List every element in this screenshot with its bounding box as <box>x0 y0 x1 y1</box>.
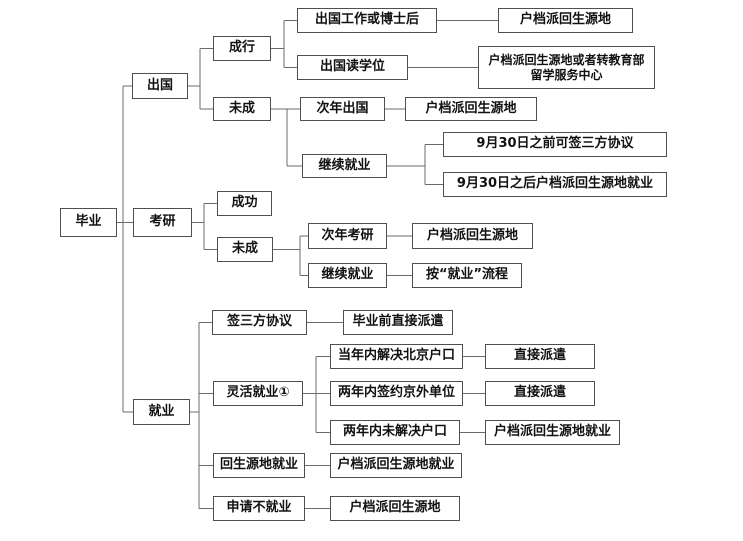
node-continue-employment-abroad: 继续就业 <box>302 154 387 178</box>
node-next-year-abroad: 次年出国 <box>300 97 385 121</box>
node-sign-outside-beijing-two-years: 两年内签约京外单位 <box>330 381 463 406</box>
node-direct-dispatch-1: 直接派遣 <box>485 344 595 369</box>
edge-flexible-fork <box>303 356 330 433</box>
node-dispatch-before-graduation: 毕业前直接派遣 <box>343 310 453 335</box>
node-direct-dispatch-2: 直接派遣 <box>485 381 595 406</box>
node-return-hometown-employment: 回生源地就业 <box>213 453 305 478</box>
node-sign-tripartite: 签三方协议 <box>212 310 307 335</box>
node-abroad-work-postdoc: 出国工作或博士后 <box>297 8 437 33</box>
node-file-return-hometown-1: 户档派回生源地 <box>498 8 633 33</box>
node-file-return-hometown-2: 户档派回生源地 <box>405 97 537 121</box>
node-abroad-degree: 出国读学位 <box>297 55 408 80</box>
node-file-return-hometown-4: 户档派回生源地 <box>330 496 460 521</box>
node-abroad-success: 成行 <box>213 36 271 61</box>
node-hukou-unsolved-two-years: 两年内未解决户口 <box>330 420 460 445</box>
edge-abroad-fail-fork <box>271 108 302 167</box>
edge-employment-fork <box>190 322 213 509</box>
node-continue-employment-exam: 继续就业 <box>308 263 387 288</box>
node-flexible-employment: 灵活就业① <box>213 381 303 406</box>
edge-abroad-success-fork <box>271 20 297 68</box>
node-exam-fail: 未成 <box>217 237 273 262</box>
edge-go-abroad-fork <box>188 48 213 110</box>
node-file-return-or-edu-service-center: 户档派回生源地或者转教育部 留学服务中心 <box>478 46 655 89</box>
node-grad-school-exam: 考研 <box>133 208 192 237</box>
node-file-return-hometown-3: 户档派回生源地 <box>412 223 533 249</box>
node-file-return-employment-2: 户档派回生源地就业 <box>330 453 462 478</box>
node-graduation: 毕业 <box>60 208 117 237</box>
edge-graduation-trunk <box>117 85 133 413</box>
edge-exam-fail-fork <box>273 235 308 276</box>
node-after-sep30-file-return: 9月30日之后户档派回生源地就业 <box>443 172 667 197</box>
node-apply-no-employment: 申请不就业 <box>213 496 305 521</box>
node-go-abroad: 出国 <box>132 73 188 99</box>
node-file-return-employment-1: 户档派回生源地就业 <box>485 420 620 445</box>
node-next-year-exam: 次年考研 <box>308 223 387 249</box>
node-employment: 就业 <box>133 399 190 425</box>
edge-continue-abroad-fork <box>387 144 443 185</box>
node-beijing-hukou-within-year: 当年内解决北京户口 <box>330 344 463 369</box>
node-exam-success: 成功 <box>217 191 272 216</box>
node-abroad-fail: 未成 <box>213 97 271 121</box>
node-follow-employment-process: 按“就业”流程 <box>412 263 522 288</box>
node-before-sep30-tripartite: 9月30日之前可签三方协议 <box>443 132 667 157</box>
edge-grad-exam-fork <box>192 203 217 250</box>
